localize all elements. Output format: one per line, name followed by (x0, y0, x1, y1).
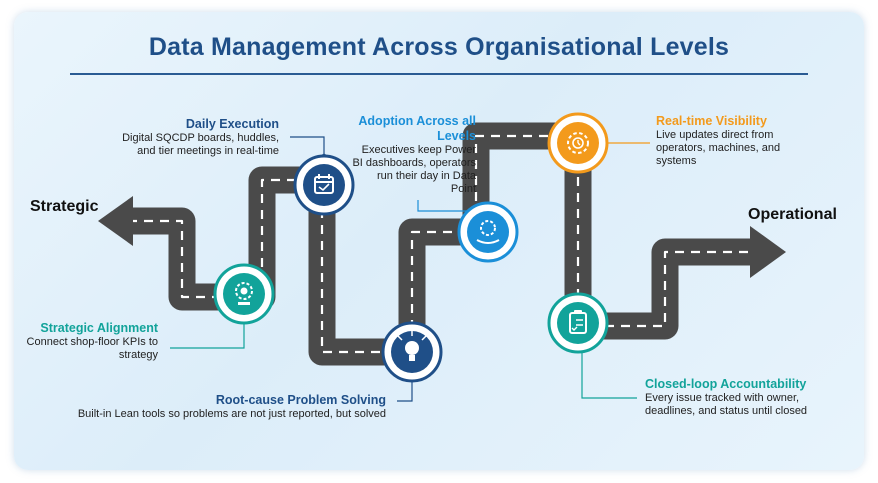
stage-adoption: Adoption Across all Levels Executives ke… (350, 114, 476, 196)
operational-arrowhead (750, 226, 786, 278)
stage-heading: Real-time Visibility (656, 114, 767, 128)
stage-root-cause: Root-cause Problem Solving Built-in Lean… (46, 393, 386, 421)
strategic-end-label: Strategic (30, 198, 99, 215)
stage-description: Every issue tracked with owner, deadline… (645, 392, 808, 417)
node-adoption (457, 201, 519, 263)
stage-heading: Strategic Alignment (40, 321, 158, 335)
node-closed-loop (547, 292, 609, 354)
stage-heading: Closed-loop Accountability (645, 377, 807, 391)
node-realtime (547, 112, 609, 174)
stage-strategic-alignment: Strategic Alignment Connect shop-floor K… (18, 321, 158, 362)
node-daily-execution (293, 154, 355, 216)
leader-closed-loop (581, 350, 637, 399)
stage-heading: Daily Execution (185, 117, 279, 131)
stage-description: Live updates direct from operators, mach… (656, 129, 781, 167)
node-root-cause (381, 321, 443, 383)
title-divider (70, 73, 808, 75)
stage-description: Executives keep Power BI dashboards, ope… (352, 144, 476, 195)
strategic-arrowhead (98, 196, 133, 246)
stage-realtime: Real-time Visibility Live updates direct… (656, 114, 781, 168)
stage-description: Built-in Lean tools so problems are not … (77, 408, 386, 420)
operational-end-label: Operational (748, 206, 837, 223)
leader-strategic-alignment (170, 320, 245, 349)
leader-root-cause (397, 378, 413, 402)
stage-description: Connect shop-floor KPIs to strategy (26, 336, 158, 361)
stage-closed-loop: Closed-loop Accountability Every issue t… (645, 377, 830, 418)
stage-description: Digital SQCDP boards, huddles, and tier … (122, 132, 279, 157)
stage-heading: Adoption Across all Levels (358, 114, 476, 143)
node-strategic-alignment (213, 263, 275, 325)
stage-heading: Root-cause Problem Solving (215, 393, 386, 407)
leader-daily-execution (290, 136, 325, 156)
page-title: Data Management Across Organisational Le… (148, 33, 730, 61)
stage-daily-execution: Daily Execution Digital SQCDP boards, hu… (116, 117, 279, 158)
